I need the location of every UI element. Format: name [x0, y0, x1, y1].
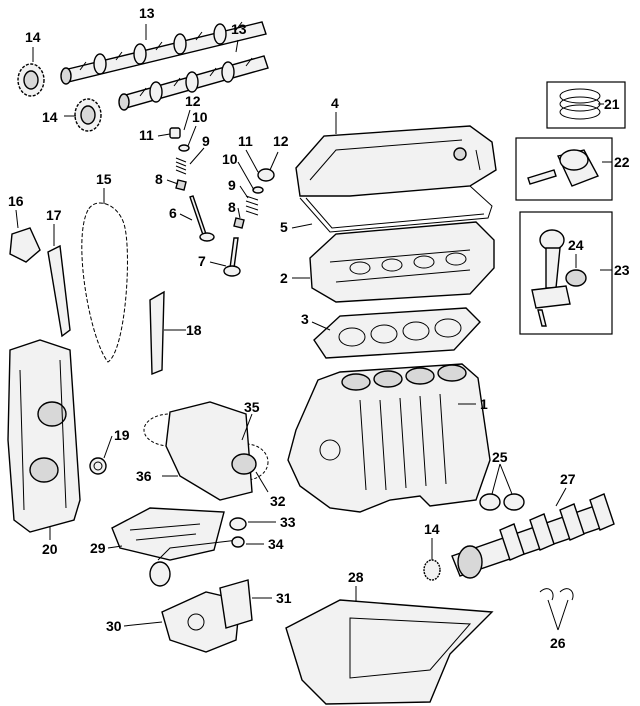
- crank-sprocket: [423, 559, 441, 581]
- timing-chain: [81, 202, 128, 363]
- piston-rings: [559, 88, 601, 120]
- chain-tensioner: [9, 227, 41, 263]
- callout-10: 10: [192, 109, 208, 125]
- callout-26: 26: [550, 635, 566, 651]
- leader-lines: [15, 24, 612, 631]
- crank-seal: [89, 457, 107, 475]
- callout-25: 25: [492, 449, 508, 465]
- main-bearings: [479, 493, 525, 511]
- callout-20: 20: [42, 541, 58, 557]
- callout-33: 33: [280, 514, 296, 530]
- callout-29: 29: [90, 540, 106, 556]
- callout-30: 30: [106, 618, 122, 634]
- connecting-rod-box: [519, 211, 613, 335]
- piston: [527, 149, 599, 187]
- callout-3: 3: [301, 311, 309, 327]
- callout-8: 8: [155, 171, 163, 187]
- timing-cover: [7, 339, 81, 533]
- callout-9: 9: [228, 177, 236, 193]
- callout-8: 8: [228, 199, 236, 215]
- callout-5: 5: [280, 219, 288, 235]
- callout-27: 27: [560, 471, 576, 487]
- cylinder-head: [309, 221, 495, 303]
- callout-14: 14: [424, 521, 440, 537]
- callout-9: 9: [202, 133, 210, 149]
- camshaft-lower: [118, 55, 269, 111]
- windage-tray: [111, 507, 225, 561]
- crankshaft: [451, 493, 615, 579]
- callout-13: 13: [139, 5, 155, 21]
- callout-32: 32: [270, 493, 286, 509]
- callout-labels: 13 13 14 14 12 10 11 9 8 6 11 12 10 9 8 …: [8, 5, 630, 651]
- callout-19: 19: [114, 427, 130, 443]
- callout-6: 6: [169, 205, 177, 221]
- valve-train-right: [223, 168, 275, 277]
- pickup-gasket: [229, 517, 247, 531]
- callout-7: 7: [198, 253, 206, 269]
- callout-2: 2: [280, 270, 288, 286]
- callout-1: 1: [480, 396, 488, 412]
- balance-shaft-chain: [143, 401, 269, 501]
- camshaft-upper: [60, 21, 267, 85]
- cam-sprocket-upper: [17, 63, 45, 97]
- head-gasket: [313, 307, 481, 359]
- oil-pump-cover: [219, 579, 253, 629]
- callout-35: 35: [244, 399, 260, 415]
- callout-11: 11: [238, 133, 253, 149]
- callout-4: 4: [331, 95, 339, 111]
- callout-10: 10: [222, 151, 238, 167]
- cam-sprocket-lower: [74, 98, 102, 132]
- oil-pump: [161, 591, 241, 653]
- callout-17: 17: [46, 207, 62, 223]
- engine-block: [287, 363, 491, 513]
- callout-23: 23: [614, 262, 630, 278]
- callout-21: 21: [604, 96, 620, 112]
- valve-cover-gasket: [299, 185, 493, 233]
- callout-18: 18: [186, 322, 202, 338]
- callout-16: 16: [8, 193, 24, 209]
- oil-pickup: [149, 536, 245, 587]
- callout-13: 13: [231, 21, 247, 37]
- valve-train-left: [169, 127, 215, 242]
- callout-36: 36: [136, 468, 152, 484]
- thrust-washers: [539, 588, 574, 601]
- connecting-rod: [531, 229, 587, 327]
- callout-15: 15: [96, 171, 112, 187]
- timing-chain-guide-right: [149, 290, 165, 376]
- callout-34: 34: [268, 536, 284, 552]
- callout-22: 22: [614, 154, 630, 170]
- callout-14: 14: [25, 29, 41, 45]
- callout-11: 11: [139, 127, 154, 143]
- callout-14: 14: [42, 109, 58, 125]
- callout-28: 28: [348, 569, 364, 585]
- callout-31: 31: [276, 590, 292, 606]
- callout-12: 12: [185, 93, 201, 109]
- callout-24: 24: [568, 237, 584, 253]
- timing-chain-guide-left: [47, 244, 71, 338]
- callout-12: 12: [273, 133, 289, 149]
- oil-pan: [285, 599, 494, 705]
- valve-cover: [295, 125, 497, 197]
